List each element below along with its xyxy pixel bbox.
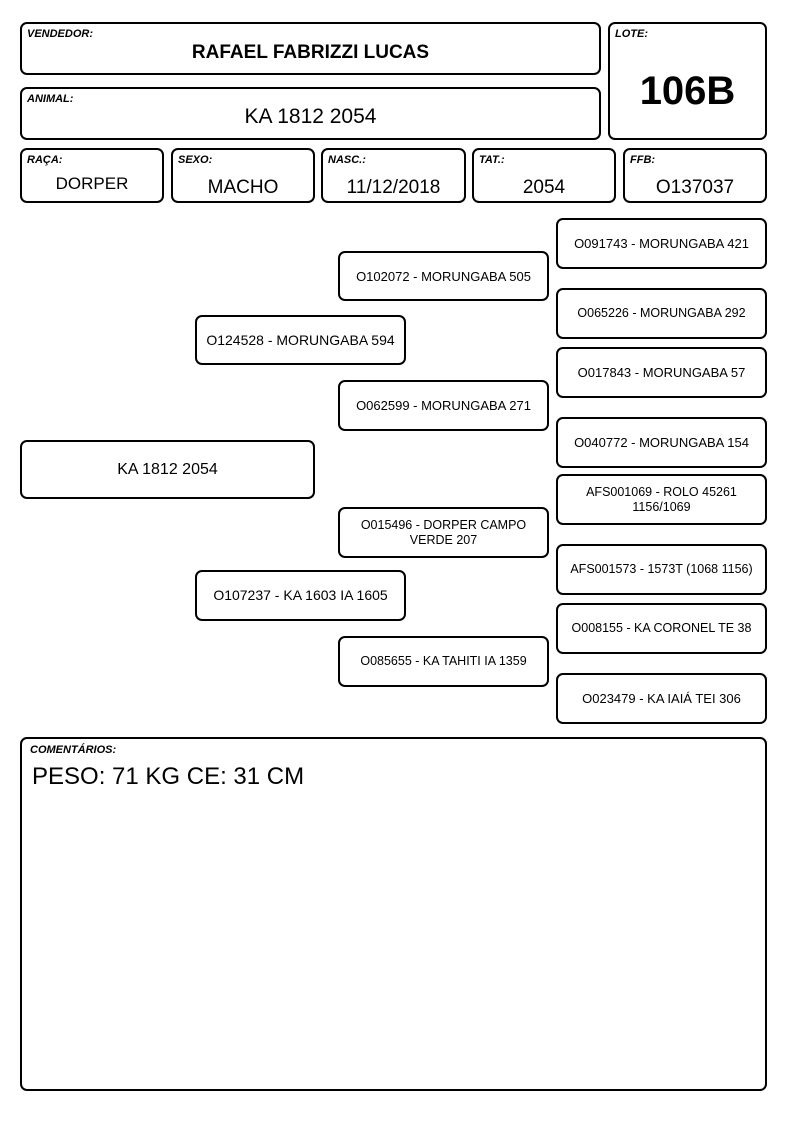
pedigree-ggp: O091743 - MORUNGABA 421 xyxy=(556,218,767,269)
pedigree-sire-dam: O062599 - MORUNGABA 271 xyxy=(338,380,549,431)
pedigree-dam-sire: O015496 - DORPER CAMPO VERDE 207 xyxy=(338,507,549,558)
comments-box: COMENTÁRIOS: PESO: 71 KG CE: 31 CM xyxy=(20,737,767,1091)
pedigree-dam-text: O107237 - KA 1603 IA 1605 xyxy=(213,587,388,603)
pedigree-ggp: AFS001573 - 1573T (1068 1156) xyxy=(556,544,767,595)
ffb-value: O137037 xyxy=(655,177,735,198)
pedigree-ggp: O023479 - KA IAIÁ TEI 306 xyxy=(556,673,767,724)
pedigree-dam-sire-text: O015496 - DORPER CAMPO VERDE 207 xyxy=(360,517,527,547)
pedigree-ggp-text: AFS001573 - 1573T (1068 1156) xyxy=(570,562,753,576)
ffb-label: FFB: xyxy=(630,154,656,166)
pedigree-ggp: O008155 - KA CORONEL TE 38 xyxy=(556,603,767,654)
nasc-label: NASC.: xyxy=(328,154,366,166)
vendedor-value: RAFAEL FABRIZZI LUCAS xyxy=(191,42,430,63)
raca-box: RAÇA: DORPER xyxy=(20,148,164,203)
pedigree-animal-text: KA 1812 2054 xyxy=(117,461,218,478)
pedigree-sire: O124528 - MORUNGABA 594 xyxy=(195,315,406,365)
pedigree-ggp: O017843 - MORUNGABA 57 xyxy=(556,347,767,398)
pedigree-sire-dam-text: O062599 - MORUNGABA 271 xyxy=(356,398,531,413)
lote-box: LOTE: 106B xyxy=(608,22,767,140)
pedigree-dam-dam: O085655 - KA TAHITI IA 1359 xyxy=(338,636,549,687)
pedigree-ggp: O065226 - MORUNGABA 292 xyxy=(556,288,767,339)
nasc-box: NASC.: 11/12/2018 xyxy=(321,148,466,203)
pedigree-ggp-text: O023479 - KA IAIÁ TEI 306 xyxy=(582,691,741,706)
vendedor-label: VENDEDOR: xyxy=(27,28,94,40)
pedigree-ggp-text: O008155 - KA CORONEL TE 38 xyxy=(571,621,752,635)
comments-label: COMENTÁRIOS: xyxy=(30,744,117,756)
animal-value: KA 1812 2054 xyxy=(244,105,377,128)
nasc-value: 11/12/2018 xyxy=(346,177,441,198)
raca-value: DORPER xyxy=(55,174,129,193)
tat-label: TAT.: xyxy=(479,154,505,166)
tat-value: 2054 xyxy=(522,177,566,198)
pedigree-sire-text: O124528 - MORUNGABA 594 xyxy=(206,331,395,348)
comments-text: PESO: 71 KG CE: 31 CM xyxy=(32,763,305,790)
sexo-label: SEXO: xyxy=(178,154,213,166)
lote-label: LOTE: xyxy=(615,28,648,40)
pedigree-ggp-text: AFS001069 - ROLO 45261 1156/1069 xyxy=(586,484,737,514)
pedigree-ggp-text: O017843 - MORUNGABA 57 xyxy=(577,365,746,380)
pedigree-sire-sire-text: O102072 - MORUNGABA 505 xyxy=(356,268,531,284)
raca-label: RAÇA: xyxy=(27,154,63,166)
pedigree-dam: O107237 - KA 1603 IA 1605 xyxy=(195,570,406,621)
sexo-box: SEXO: MACHO xyxy=(171,148,315,203)
pedigree-dam-dam-text: O085655 - KA TAHITI IA 1359 xyxy=(360,654,527,668)
pedigree-ggp-text: O065226 - MORUNGABA 292 xyxy=(577,306,746,320)
animal-label: ANIMAL: xyxy=(27,93,74,105)
tat-box: TAT.: 2054 xyxy=(472,148,616,203)
pedigree-ggp: O040772 - MORUNGABA 154 xyxy=(556,417,767,468)
pedigree-ggp: AFS001069 - ROLO 45261 1156/1069 xyxy=(556,474,767,525)
pedigree-ggp-text: O091743 - MORUNGABA 421 xyxy=(574,236,749,251)
pedigree-sire-sire: O102072 - MORUNGABA 505 xyxy=(338,251,549,301)
ffb-box: FFB: O137037 xyxy=(623,148,767,203)
pedigree-animal: KA 1812 2054 xyxy=(20,440,315,499)
animal-box: ANIMAL: KA 1812 2054 xyxy=(20,87,601,140)
lote-value: 106B xyxy=(639,69,736,113)
sexo-value: MACHO xyxy=(207,177,279,198)
vendedor-box: VENDEDOR: RAFAEL FABRIZZI LUCAS xyxy=(20,22,601,75)
pedigree-ggp-text: O040772 - MORUNGABA 154 xyxy=(574,435,749,450)
